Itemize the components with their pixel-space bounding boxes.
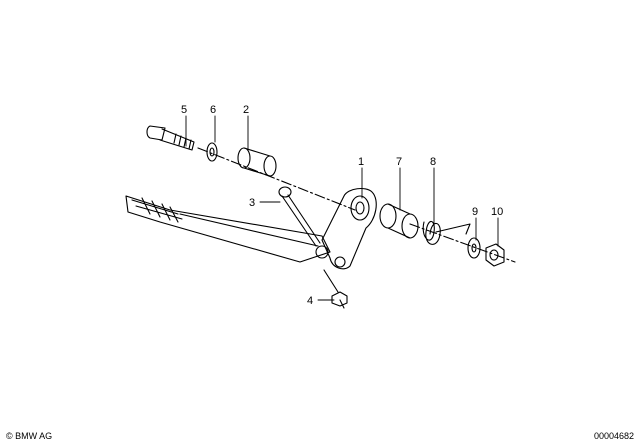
part-10-nut [485,243,505,267]
copyright-text: © BMW AG [6,431,53,441]
callout-6: 6 [210,104,216,116]
callout-8: 8 [430,156,436,168]
callout-9: 9 [472,206,478,218]
document-number: 00004682 [593,431,634,441]
callout-2: 2 [243,104,249,116]
part-4-nut [323,269,348,309]
callout-1: 1 [358,156,364,168]
part-8-spring [422,220,471,245]
leader-lines [185,115,499,301]
callout-3: 3 [249,197,255,209]
part-9-washer [467,237,481,259]
part-1-pivot-arm [315,187,377,270]
part-3-screw [278,186,321,247]
part-5-bolt [146,125,195,151]
callout-10: 10 [491,206,503,218]
part-2-bushing [237,147,277,177]
callout-5: 5 [181,104,187,116]
part-7-sleeve [379,203,419,239]
callout-4: 4 [307,295,313,307]
pedal-lever [125,195,331,263]
part-6-washer [206,142,218,162]
callout-7: 7 [396,156,402,168]
